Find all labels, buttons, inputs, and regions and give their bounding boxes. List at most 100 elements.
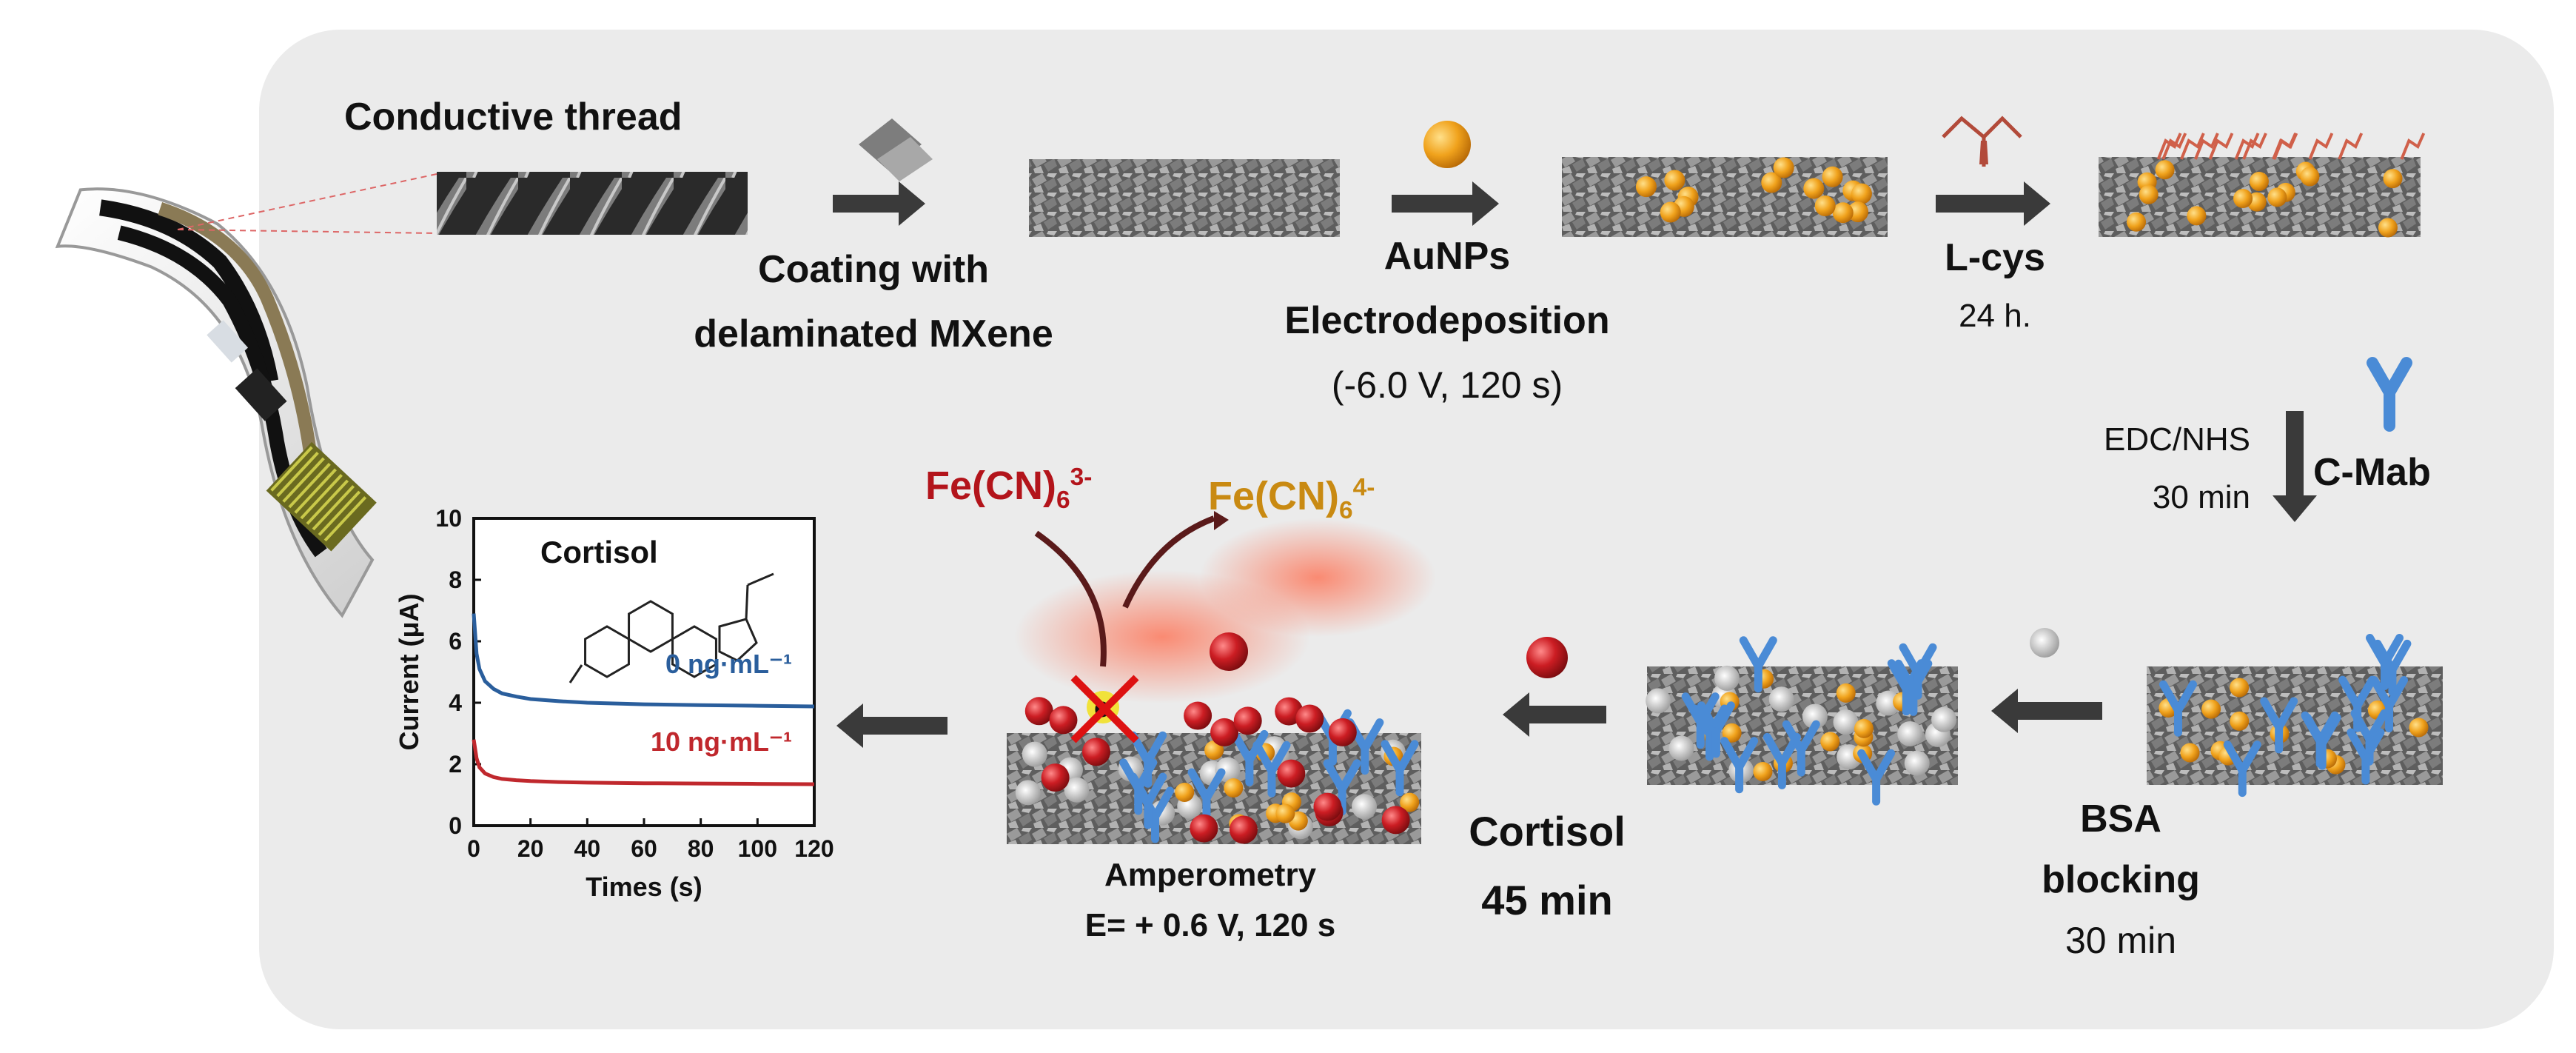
label-coating-line2: delaminated MXene [694,312,1053,355]
label-amp-params: E= + 0.6 V, 120 s [1084,907,1336,943]
bound-antibody [1720,737,1759,794]
ferro-base: Fe(CN) [1208,474,1339,518]
aunp-particle [1854,718,1874,738]
aunp-particle [1224,778,1244,798]
cortisol-molecule [1381,806,1410,835]
cortisol-molecule [1049,706,1078,735]
chart-plot-area [472,517,816,827]
aunp-icon [1423,121,1471,168]
aunp-particle [1832,202,1854,224]
series-line [472,739,815,786]
bound-antibody [1129,772,1167,829]
aunp-particle [1175,782,1195,802]
aunp-particle [2383,169,2403,189]
bound-antibody [2373,639,2412,696]
series-line [472,613,815,709]
cortisol-molecule [1081,738,1110,766]
bound-antibody [1129,731,1167,788]
ferri-base: Fe(CN) [925,464,1056,508]
label-lcys: L-cys [1945,236,2045,279]
arrow-lcys [1936,181,2050,226]
aunp-particle [2300,167,2320,187]
y-tick-label: 4 [449,689,462,716]
label-bsa: BSA [2080,798,2161,840]
arrow-amperometry [836,703,947,748]
label-conductive-thread: Conductive thread [344,96,682,138]
lcys-linker [2400,133,2426,160]
bound-antibody [2159,680,2197,737]
label-amperometry: Amperometry [1104,857,1317,893]
x-tick-label: 0 [467,835,480,862]
lcys-linker [2156,133,2182,160]
antibody-thread [2147,633,2443,798]
aunp-particle [2139,184,2159,204]
bsa-blocked-thread [1646,636,1958,806]
cortisol-structure-icon [568,572,774,683]
label-cortisol: Cortisol [1469,808,1626,855]
aunp-particle [1836,683,1856,703]
bound-antibody [2370,676,2409,733]
aunp-particle [1275,803,1295,823]
arrow-electrodeposition [1392,181,1499,226]
process-panel [259,30,2554,1029]
aunp-particle [1773,157,1794,178]
aunp-particle [2267,187,2287,207]
y-tick-label: 2 [449,751,462,778]
aunp-particle [2249,171,2269,191]
aunp-particle [2180,743,2200,763]
x-axis-label: Times (s) [586,872,702,902]
cortisol-molecule [1233,706,1262,735]
y-tick-label: 6 [449,628,462,655]
bsa-protein [1802,703,1828,729]
lcys-linker [2194,133,2219,160]
aunp-particle [2187,206,2207,226]
bound-antibody [1762,732,1801,789]
label-cortisol-time: 45 min [1481,877,1613,923]
bsa-icon [2030,628,2059,658]
aunp-particle [1722,723,1742,743]
lcys-linker [2242,133,2267,160]
label-electro-params: (-6.0 V, 120 s) [1331,364,1563,406]
zoom-line-top [177,173,437,230]
cortisol-molecule [1210,718,1239,746]
bsa-protein [1904,750,1930,776]
bound-antibody [2223,741,2261,798]
x-tick-label: 20 [517,835,544,862]
cortisol-molecule [1328,718,1357,746]
l-cys-structure-icon [1942,116,2022,167]
x-tick-label: 60 [631,835,657,862]
aunp-particle [2378,218,2398,238]
ferro-sub: 6 [1338,496,1353,524]
x-tick-label: 100 [738,835,777,862]
cortisol-molecule [1229,815,1258,844]
chart-title: Cortisol [540,535,658,569]
label-edc-nhs: EDC/NHS [2103,421,2250,458]
aunp-particle [2201,699,2221,719]
bound-antibody [1697,701,1735,758]
bound-antibody [1739,636,1777,693]
amperometry-scene: e [1007,511,1436,844]
arrow-edc-nhs [2273,411,2317,522]
label-coating-line1: Coating with [758,248,989,291]
cortisol-molecule [1277,759,1306,788]
aunp-particle [2233,189,2253,209]
ferri-sub: 6 [1056,486,1070,514]
bsa-protein [1833,709,1859,735]
bsa-protein [1897,721,1923,746]
label-ferrocyanide: Fe(CN)64- [1208,475,1375,523]
cortisol-molecule [1210,632,1248,671]
aunp-particle [2409,718,2429,738]
lcys-linker [2272,133,2297,160]
aunp-particle [1851,183,1872,204]
cortisol-molecule [1024,697,1053,726]
lcys-linker [2338,133,2364,160]
label-blocking: blocking [2042,858,2200,901]
series-label: 0 ng·mL⁻¹ [665,649,792,679]
aunp-particle [2155,160,2175,180]
bound-antibody [2260,697,2298,754]
y-tick-label: 0 [449,812,462,839]
cortisol-molecule [1041,763,1070,792]
aunp-particle [1753,761,1773,781]
label-electrodeposition: Electrodeposition [1284,299,1610,342]
